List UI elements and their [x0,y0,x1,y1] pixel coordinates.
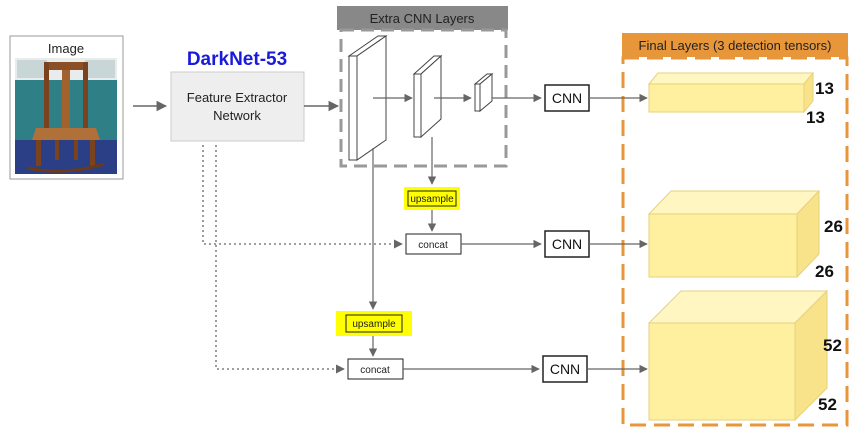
cnn-label-3: CNN [550,361,580,377]
final-layers-dashed-border [621,56,849,427]
upsample-box-1: upsample [404,187,460,210]
extra-cnn-layers-group: Extra CNN Layers [337,6,508,168]
tensor-26-dim-b: 26 [815,262,834,281]
detection-tensor-52: 52 52 [647,289,842,422]
feature-map-medium [412,54,443,139]
extra-cnn-header [337,6,508,30]
cnn-label-1: CNN [552,90,582,106]
tensor-52-dim-a: 52 [823,336,842,355]
darknet-label: DarkNet-53 [187,49,287,70]
feature-extractor-line2: Network [213,108,261,123]
cnn-box-3: CNN [542,355,588,383]
tensor-13-dim-a: 13 [815,79,834,98]
cnn-label-2: CNN [552,236,582,252]
concat-label-1: concat [418,240,448,251]
feature-extractor-box: Feature Extractor Network [170,71,305,142]
upsample-label-2: upsample [352,319,396,330]
feature-extractor-line1: Feature Extractor [187,90,288,105]
final-layers-title: Final Layers (3 detection tensors) [639,38,832,53]
cnn-box-2: CNN [544,230,590,258]
input-image-panel: Image [9,35,124,180]
concat-box-2: concat [347,358,404,380]
cnn-box-1: CNN [544,84,590,112]
final-layers-header [622,33,848,57]
skip-connection-to-concat1 [202,145,403,249]
tensor-13-dim-b: 13 [806,108,825,127]
feature-map-small [473,72,494,113]
chair-photo [15,58,117,174]
feature-map-large [347,35,388,161]
tensor-26-dim-a: 26 [824,217,843,236]
extra-cnn-title: Extra CNN Layers [370,11,475,26]
skip-connection-to-concat2 [215,145,345,374]
final-layers-group: Final Layers (3 detection tensors) 13 13… [621,33,849,427]
upsample-box-2: upsample [336,311,412,336]
detection-tensor-26: 26 26 [647,189,843,281]
concat-box-1: concat [405,233,462,255]
image-title: Image [48,41,84,56]
concat-label-2: concat [360,365,390,376]
upsample-label-1: upsample [410,194,454,205]
tensor-52-dim-b: 52 [818,395,837,414]
detection-tensor-13: 13 13 [647,71,834,127]
